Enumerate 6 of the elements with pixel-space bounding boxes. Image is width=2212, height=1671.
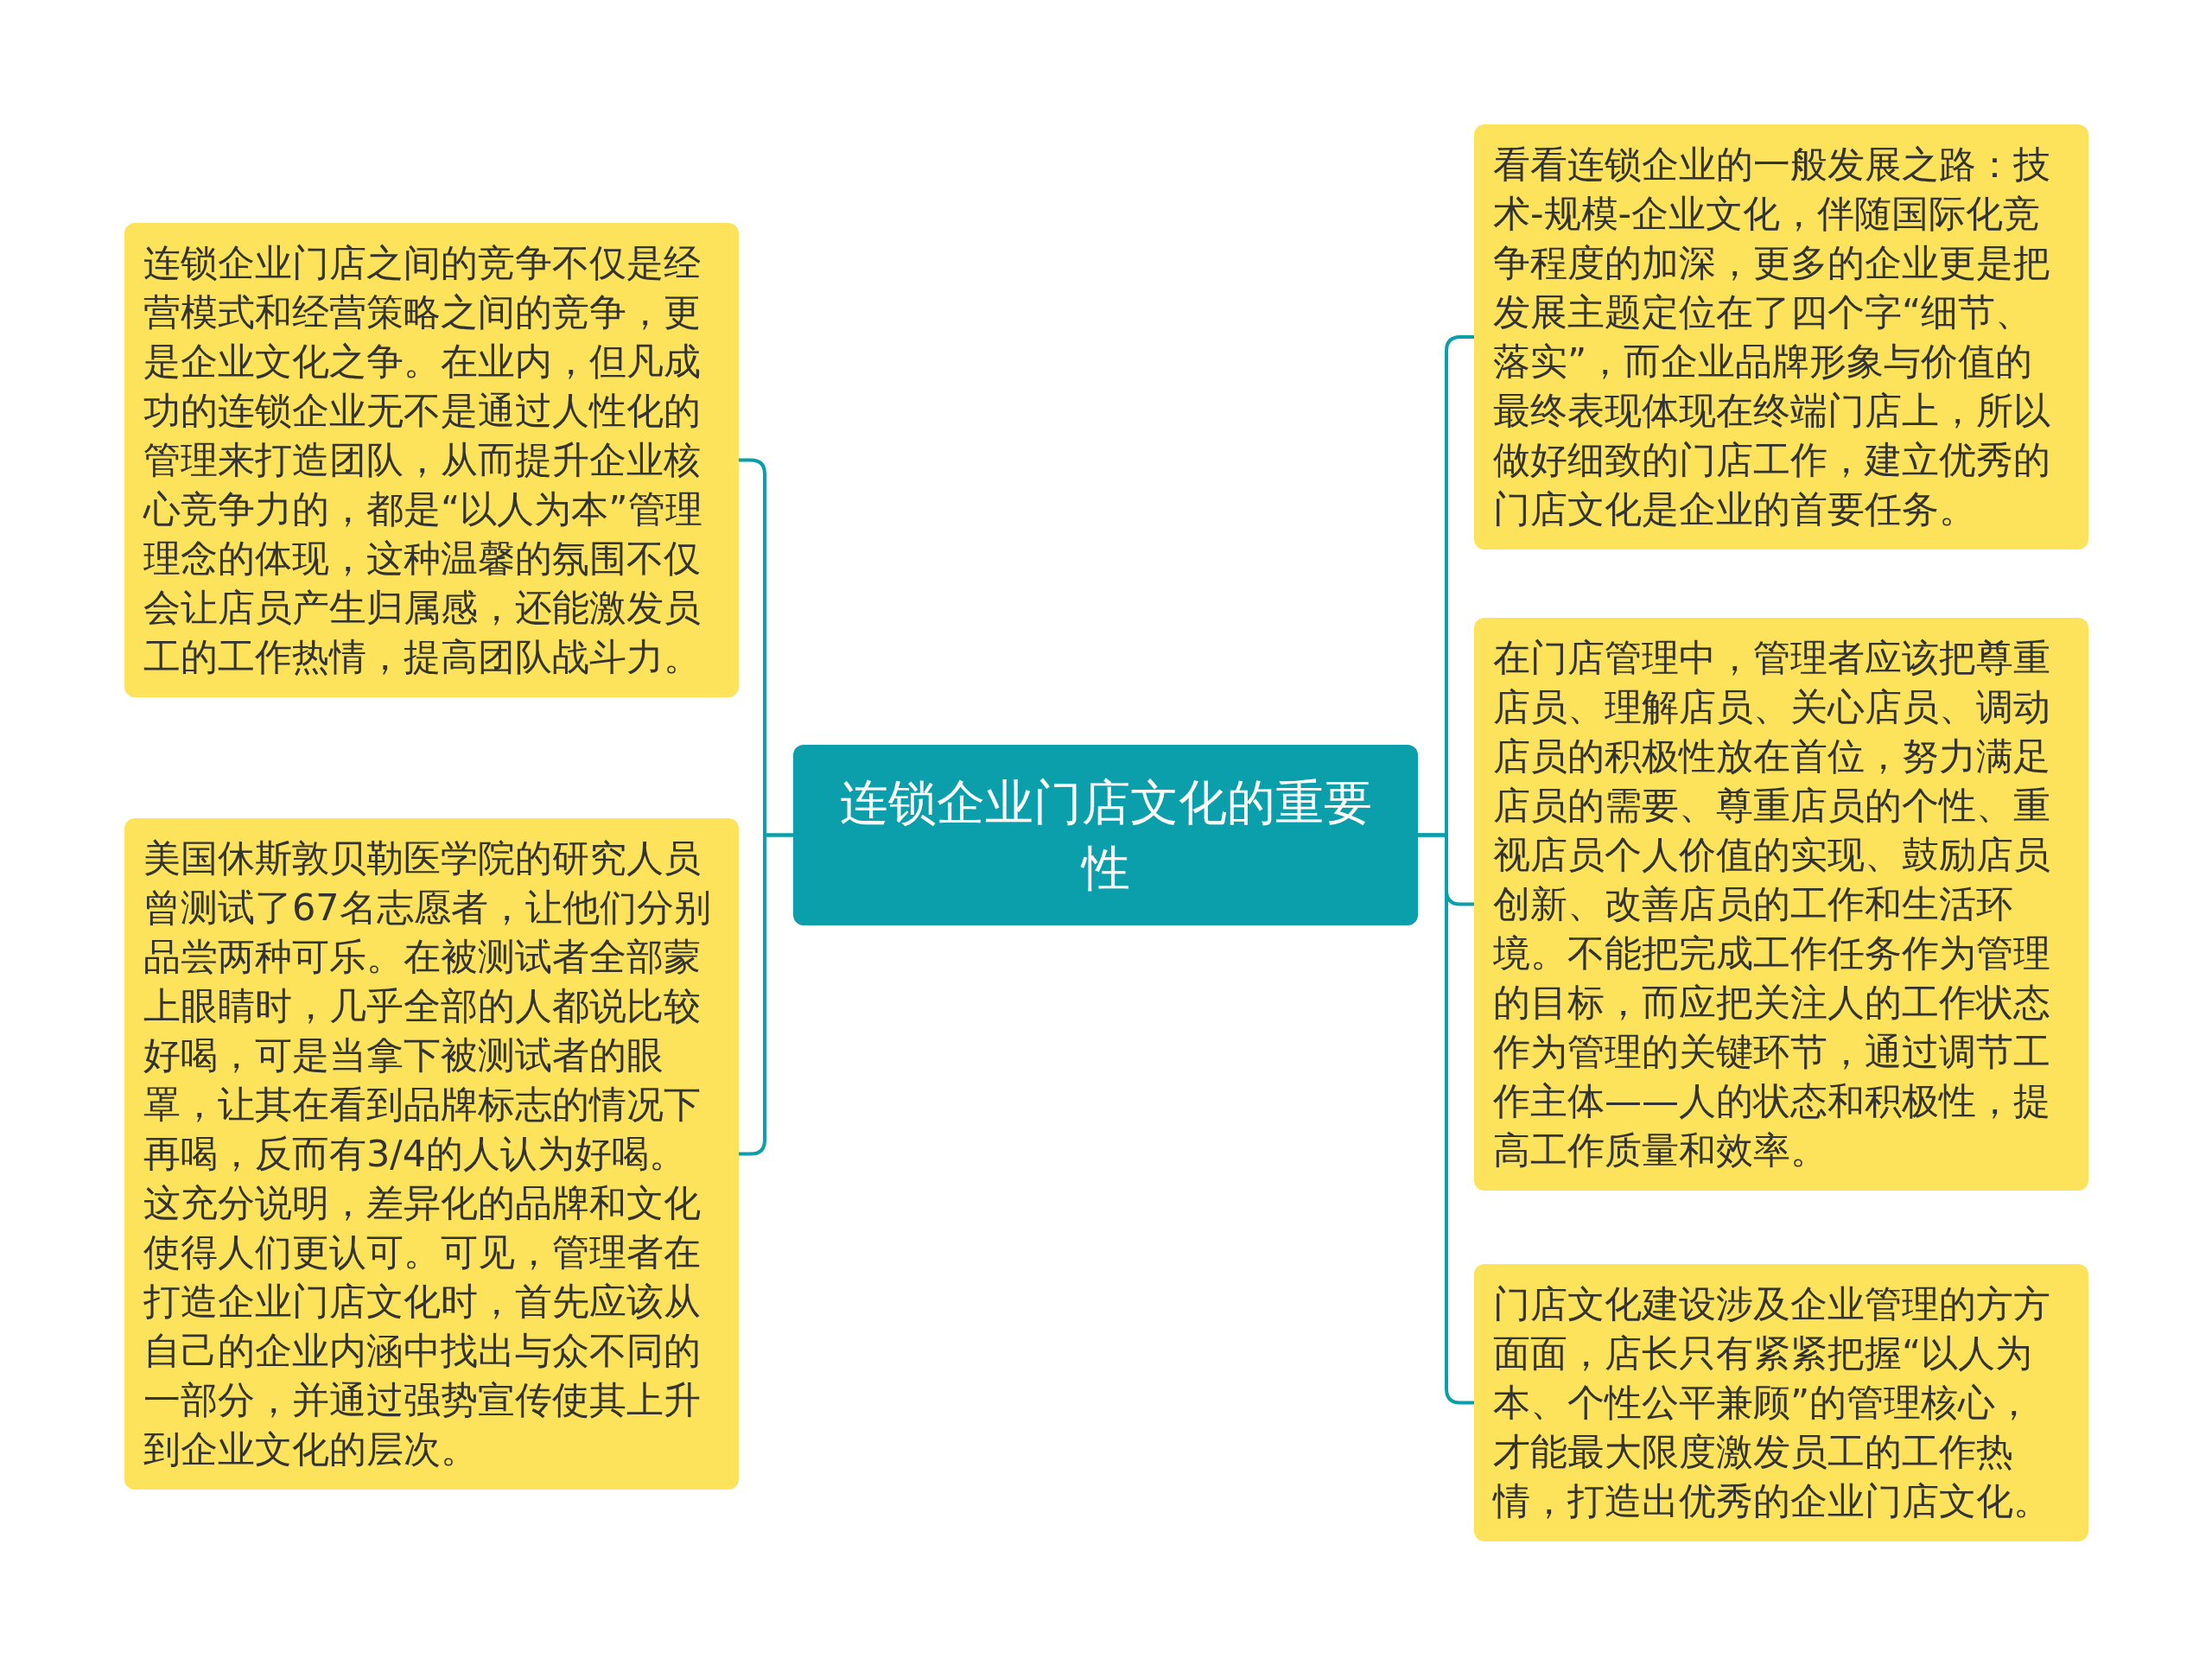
note-box: 连锁企业门店之间的竞争不仅是经营模式和经营策略之间的竞争，更是企业文化之争。在业内，但凡成功的连锁企业无不是通过人性化的管理来打造团队，从而提升企业核心竞争力的，都是“以人为本”管理理念的体现，这种温馨的氛围不仅会让店员产生归属感，还能激发员工的工作热情，提高团队战斗力。 — [124, 223, 739, 697]
note-box: 美国休斯敦贝勒医学院的研究人员曾测试了67名志愿者，让他们分别品尝两种可乐。在被测试者全部蒙上眼睛时，几乎全部的人都说比较好喝，可是当拿下被测试者的眼罩，让其在看到品牌标志的情况下再喝，反而有3/4的人认为好喝。这充分说明，差异化的品牌和文化使得人们更认可。可见，管理者在打造企业门店文化时，首先应该从自己的企业内涵中找出与众不同的一部分，并通过强势宣传使其上升到企业文化的层次。 — [124, 818, 739, 1490]
topic-box: 连锁企业门店文化的重要性 — [793, 745, 1418, 925]
note-box: 看看连锁企业的一般发展之路：技术-规模-企业文化，伴随国际化竞争程度的加深，更多的企业更是把发展主题定位在了四个字“细节、落实”，而企业品牌形象与价值的最终表现体现在终端门店上，所以做好细致的门店工作，建立优秀的门店文化是企业的首要任务。 — [1474, 124, 2088, 550]
note-box: 在门店管理中，管理者应该把尊重店员、理解店员、关心店员、调动店员的积极性放在首位，努力满足店员的需要、尊重店员的个性、重视店员个人价值的实现、鼓励店员创新、改善店员的工作和生活环境。不能把完成工作任务作为管理的目标，而应把关注人的工作状态作为管理的关键环节，通过调节工作主体——人的状态和积极性，提高工作质量和效率。 — [1474, 618, 2088, 1191]
note-box: 门店文化建设涉及企业管理的方方面面，店长只有紧紧把握“以人为本、个性公平兼顾”的管理核心，才能最大限度激发员工的工作热情，打造出优秀的企业门店文化。 — [1474, 1264, 2088, 1541]
